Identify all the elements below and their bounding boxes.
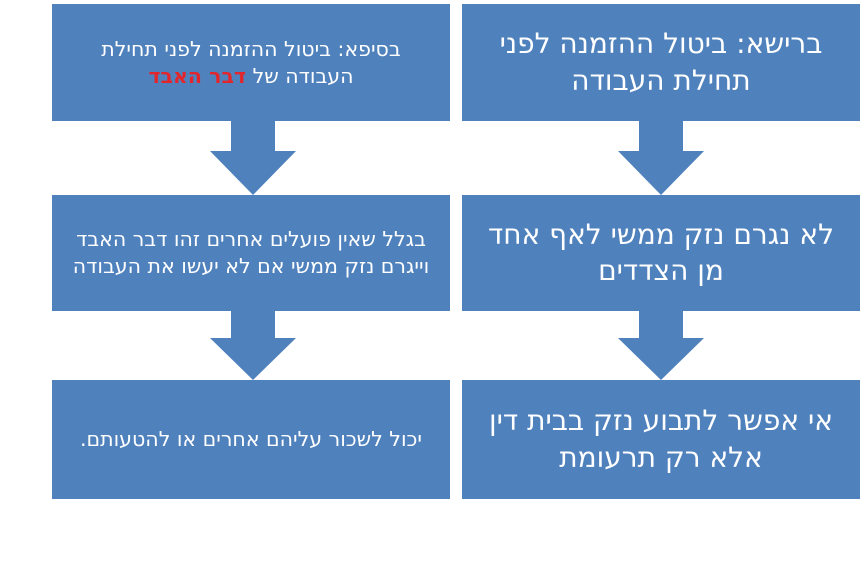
left-box-1: בסיפא: ביטול ההזמנה לפני תחילת העבודה של… [52, 4, 450, 121]
down-arrow-icon [618, 121, 704, 195]
right-box-2-text: לא נגרם נזק ממשי לאף אחד מן הצדדים [487, 217, 834, 287]
left-box-3: יכול לשכור עליהם אחרים או להטעותם. [52, 380, 450, 499]
down-arrow-icon [210, 121, 296, 195]
left-box-2: בגלל שאין פועלים אחרים זהו דבר האבד וייג… [52, 195, 450, 311]
left-box-1-prefix: בסיפא: ביטול ההזמנה לפני תחילת העבודה של [101, 36, 401, 88]
right-box-3-text: אי אפשר לתבוע נזק בבית דין אלא רק תרעומת [489, 404, 833, 474]
down-arrow-icon [210, 311, 296, 380]
right-box-2: לא נגרם נזק ממשי לאף אחד מן הצדדים [462, 195, 860, 311]
down-arrow-icon [618, 311, 704, 380]
left-box-1-text: בסיפא: ביטול ההזמנה לפני תחילת העבודה של… [66, 36, 436, 89]
highlight-term: דבר האבד [148, 63, 247, 88]
right-box-1: ברישא: ביטול ההזמנה לפני תחילת העבודה [462, 4, 860, 121]
right-box-1-text: ברישא: ביטול ההזמנה לפני תחילת העבודה [499, 27, 823, 97]
left-box-2-text: בגלל שאין פועלים אחרים זהו דבר האבד וייג… [72, 227, 430, 278]
right-box-3: אי אפשר לתבוע נזק בבית דין אלא רק תרעומת [462, 380, 860, 499]
left-box-3-text: יכול לשכור עליהם אחרים או להטעותם. [80, 427, 422, 452]
